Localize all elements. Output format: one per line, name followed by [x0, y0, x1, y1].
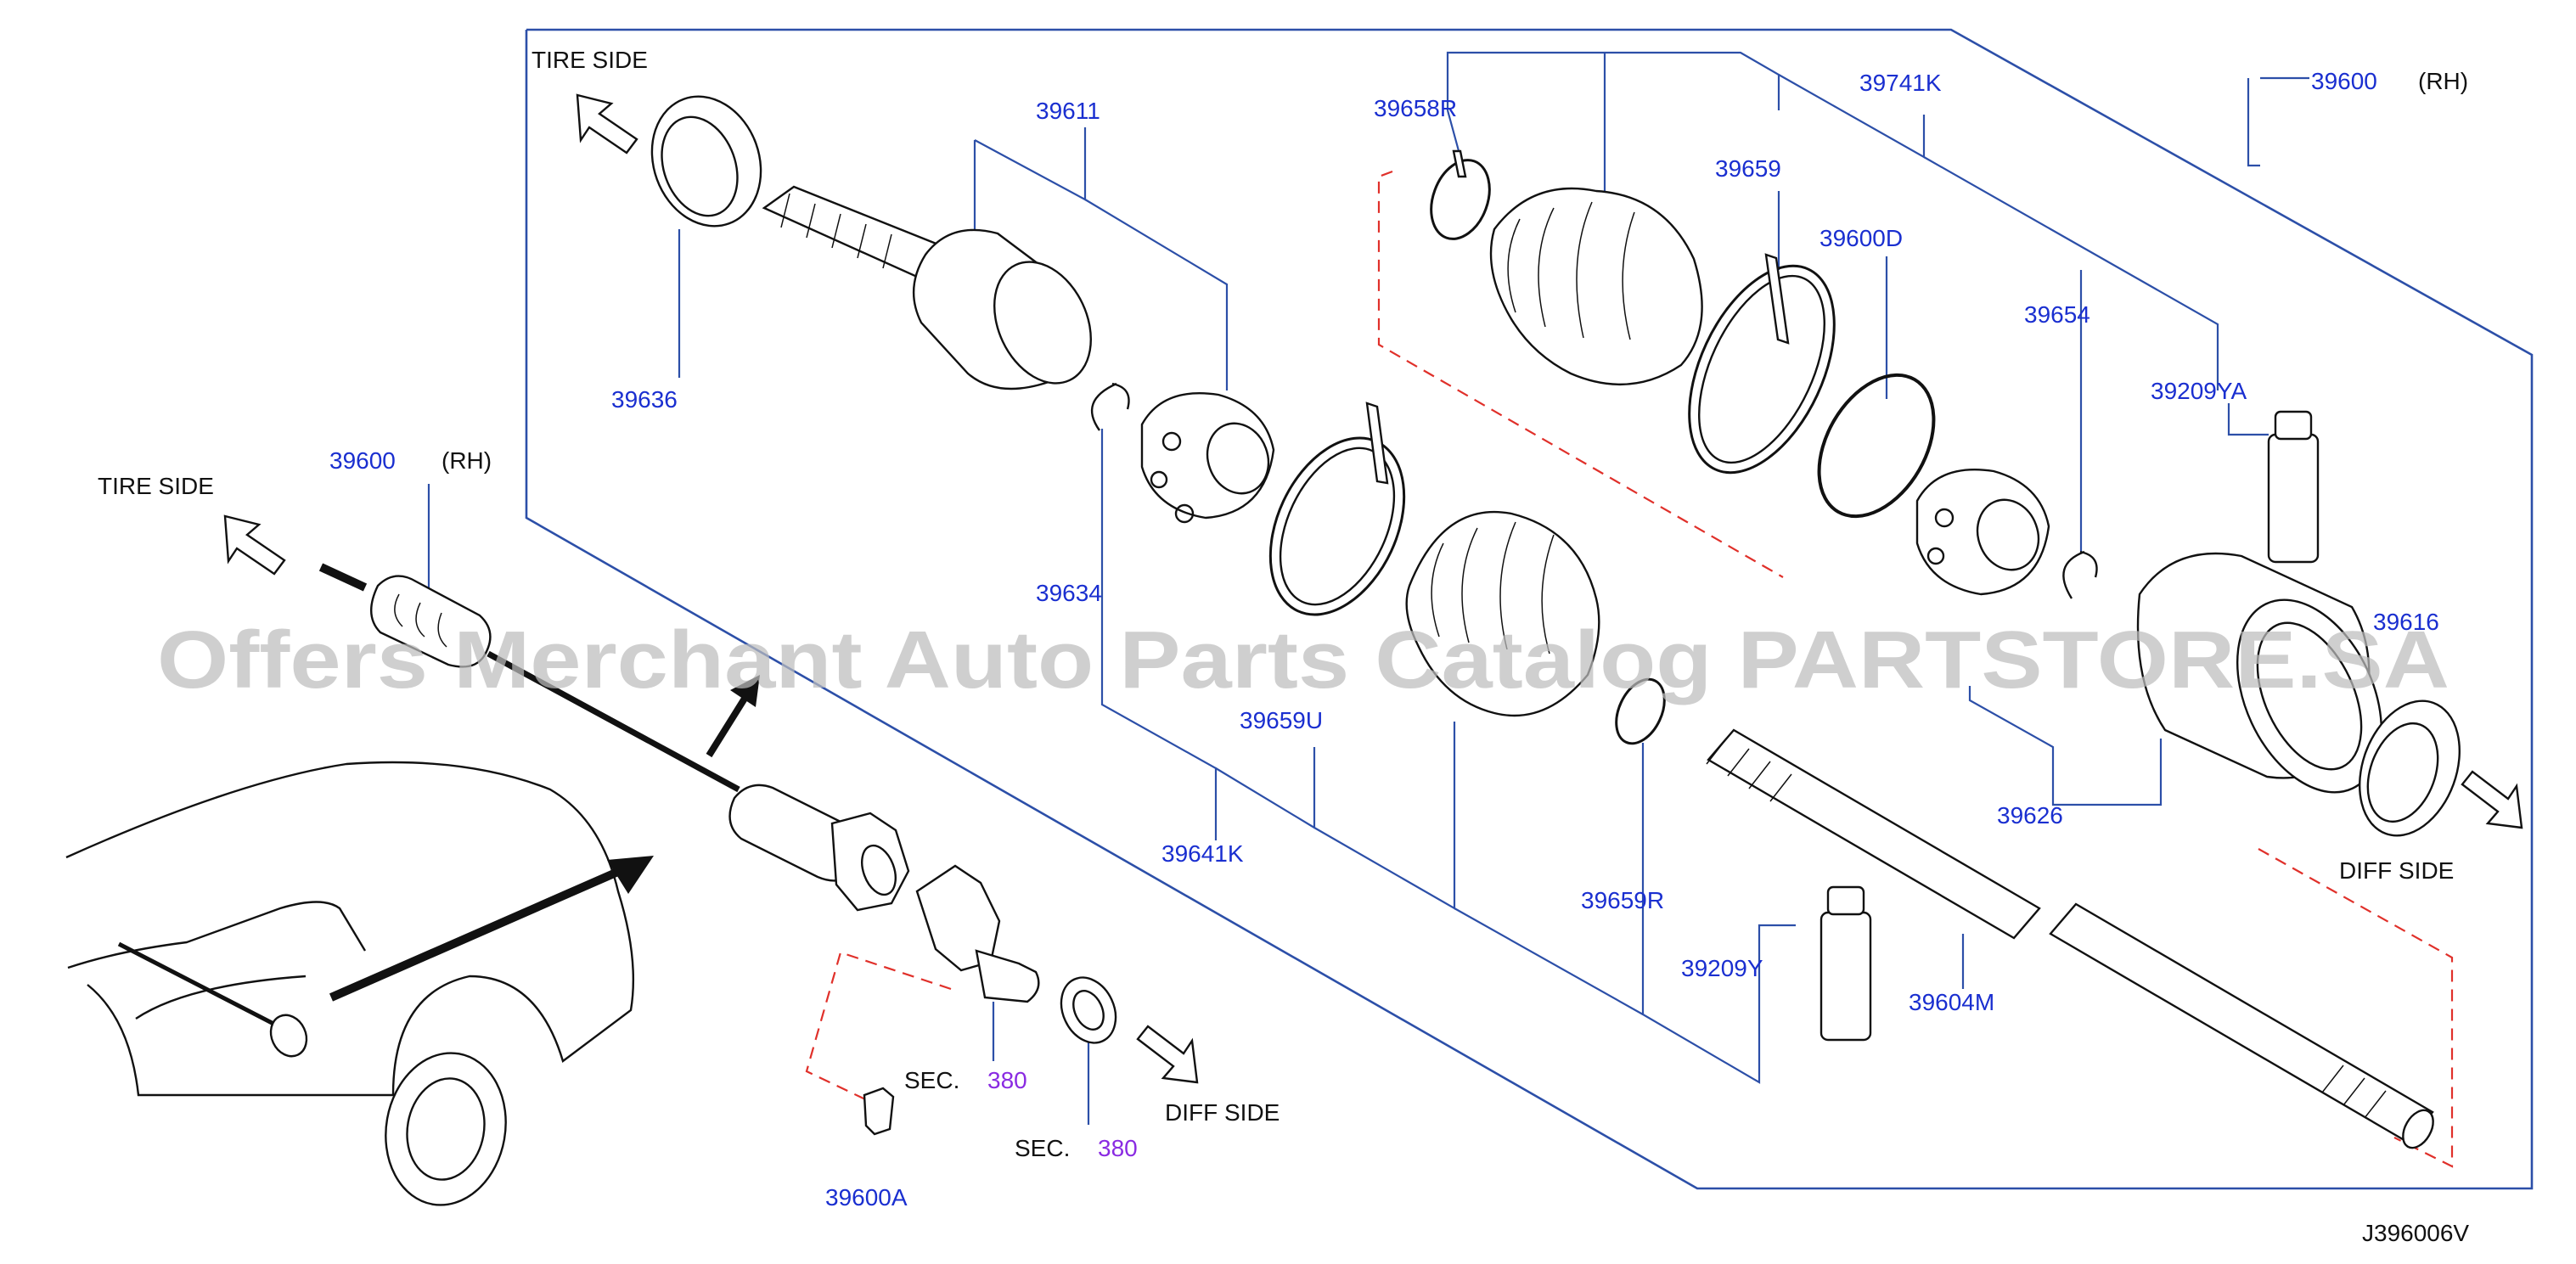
tire-side-label-left: TIRE SIDE: [98, 473, 214, 499]
sec-number-b[interactable]: 380: [1098, 1135, 1138, 1161]
diff-side-label-bottom: DIFF SIDE: [1165, 1099, 1280, 1126]
callout-39209ya[interactable]: 39209YA: [2151, 378, 2247, 404]
reference-dashed-lines: [805, 170, 2454, 1168]
callout-39634[interactable]: 39634: [1036, 580, 1102, 606]
sec-label-a: SEC.: [904, 1067, 959, 1093]
callout-39600-top[interactable]: 39600: [2311, 68, 2377, 94]
callout-39604m[interactable]: 39604M: [1909, 989, 1994, 1015]
callout-39658r[interactable]: 39658R: [1374, 95, 1457, 121]
callout-39209y[interactable]: 39209Y: [1681, 955, 1763, 981]
vehicle-outline: [65, 761, 654, 1206]
diff-side-arrow-right-icon: [2461, 770, 2523, 829]
tire-side-label-top: TIRE SIDE: [532, 47, 648, 73]
diff-side-label-right: DIFF SIDE: [2339, 857, 2454, 884]
callout-39659u[interactable]: 39659U: [1240, 707, 1323, 733]
tire-side-arrow-left-icon: [223, 514, 286, 576]
callout-39636[interactable]: 39636: [611, 386, 678, 413]
direction-arrows: [223, 93, 2523, 1084]
callout-rh-left: (RH): [442, 447, 492, 474]
exploded-parts: [650, 95, 2461, 1149]
callout-39741k[interactable]: 39741K: [1859, 70, 1942, 96]
callout-39659r[interactable]: 39659R: [1581, 887, 1664, 913]
callout-39616-partial[interactable]: 39616: [2373, 609, 2439, 635]
sec-label-b: SEC.: [1015, 1135, 1070, 1161]
callout-rh-top: (RH): [2418, 68, 2468, 94]
tire-side-arrow-top-icon: [576, 93, 638, 154]
exploded-view-frame: [525, 28, 2534, 1190]
watermark-text: Offers Merchant Auto Parts Catalog PARTS…: [157, 615, 2449, 705]
diff-side-arrow-bottom-icon: [1136, 1025, 1199, 1084]
callout-39611[interactable]: 39611: [1036, 98, 1100, 124]
callout-39626[interactable]: 39626: [1997, 802, 2063, 829]
callout-39654[interactable]: 39654: [2024, 301, 2090, 328]
assembled-shaft-view: [318, 563, 1117, 1136]
callout-39600a[interactable]: 39600A: [825, 1184, 908, 1211]
diagram-code: J396006V: [2362, 1220, 2469, 1246]
leader-lines: [427, 51, 2309, 1125]
callout-39641k[interactable]: 39641K: [1161, 840, 1244, 867]
callout-39659[interactable]: 39659: [1715, 155, 1781, 182]
callout-39600-left[interactable]: 39600: [329, 447, 396, 474]
sec-number-a[interactable]: 380: [987, 1067, 1027, 1093]
callout-39600d[interactable]: 39600D: [1820, 225, 1903, 251]
